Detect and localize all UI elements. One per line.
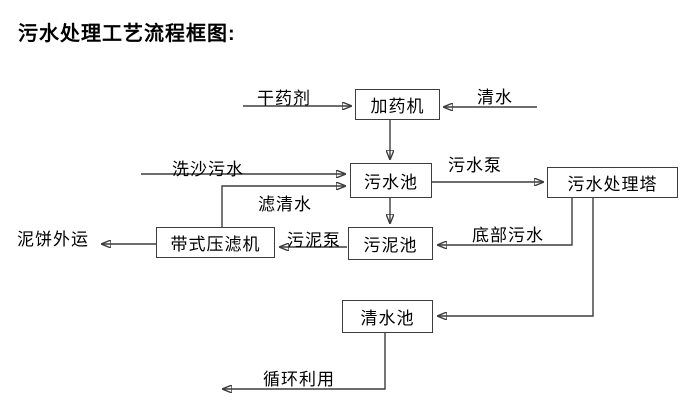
- node-treatment-tower: 污水处理塔: [547, 167, 678, 198]
- diagram-title: 污水处理工艺流程框图:: [18, 23, 236, 45]
- label-sludge-pump: 污泥泵: [287, 231, 341, 250]
- node-sludge-pool: 污泥池: [348, 227, 433, 260]
- label-clear-water: 清水: [477, 88, 513, 107]
- label-mud-cake-out: 泥饼外运: [17, 230, 89, 249]
- label-dry-agent: 干药剂: [257, 89, 311, 108]
- node-sewage-pool: 污水池: [350, 163, 432, 198]
- label-sand-wash-sewage: 洗沙污水: [172, 160, 244, 179]
- node-dosing-machine: 加药机: [355, 89, 440, 120]
- label-filtered-water: 滤清水: [258, 195, 312, 214]
- node-belt-filter-press: 带式压滤机: [156, 227, 275, 258]
- label-recycle-use: 循环利用: [263, 370, 335, 389]
- label-bottom-sewage: 底部污水: [472, 226, 544, 245]
- node-clear-water-pool: 清水池: [342, 300, 433, 333]
- label-sewage-pump: 污水泵: [448, 156, 502, 175]
- arrow-tower-to-clear-water-pool: [438, 198, 594, 316]
